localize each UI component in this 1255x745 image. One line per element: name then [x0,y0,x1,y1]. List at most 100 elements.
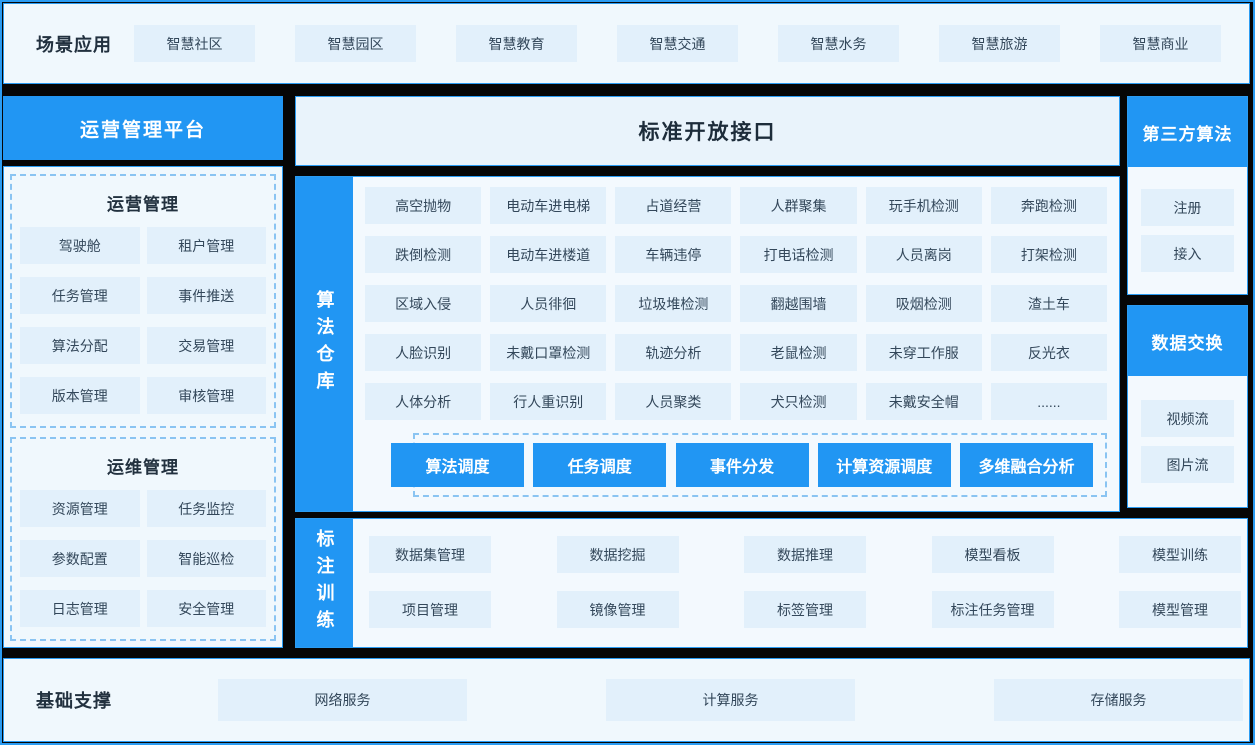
scene-apps-panel: 场景应用 智慧社区 智慧园区 智慧教育 智慧交通 智慧水务 智慧旅游 智慧商业 [3,3,1250,84]
foundation-item: 计算服务 [606,679,855,721]
algo-repo-panel: 算法仓库 高空抛物电动车进电梯占道经营人群聚集玩手机检测奔跑检测跌倒检测电动车进… [295,176,1120,512]
annotation-item: 模型训练 [1119,536,1241,573]
algo-item: 人员离岗 [865,236,982,273]
maintenance-item: 任务监控 [146,490,266,527]
third-party-panel: 第三方算法 注册接入 [1127,96,1248,295]
scene-app-item: 智慧教育 [456,25,577,62]
algo-item: 区域入侵 [365,285,482,322]
algo-item: 渣土车 [990,285,1107,322]
scheduler-button: 算法调度 [391,443,524,487]
algo-item: 玩手机检测 [865,187,982,224]
scene-app-item: 智慧旅游 [939,25,1060,62]
foundation-panel: 基础支撑 网络服务计算服务存储服务 [3,658,1250,742]
maintenance-item: 日志管理 [20,590,140,627]
algo-item: 犬只检测 [740,383,857,420]
scene-app-item: 智慧商业 [1100,25,1221,62]
annotation-item: 标签管理 [744,591,866,628]
algo-item: 电动车进电梯 [490,187,607,224]
algo-item: 人群聚集 [740,187,857,224]
ops-management-group: 运营管理 驾驶舱租户管理任务管理事件推送算法分配交易管理版本管理审核管理 [10,174,276,428]
algo-item: 行人重识别 [490,383,607,420]
maintenance-item: 参数配置 [20,540,140,577]
algo-item: 人员徘徊 [490,285,607,322]
algo-item: 吸烟检测 [865,285,982,322]
annotation-item: 数据挖掘 [556,536,679,573]
algo-item: 反光衣 [990,334,1107,371]
data-exchange-list: 视频流图片流 [1128,376,1247,507]
annotation-item: 项目管理 [369,591,491,628]
algo-item: 未戴安全帽 [865,383,982,420]
foundation-label: 基础支撑 [36,691,112,711]
scene-app-item: 智慧社区 [134,25,255,62]
algo-item: 高空抛物 [365,187,482,224]
annotation-training-strip: 标注训练 [296,519,353,647]
algo-repo-strip: 算法仓库 [296,177,353,511]
algo-item: 轨迹分析 [615,334,732,371]
scheduler-button: 多维融合分析 [960,443,1093,487]
ops-platform-header: 运营管理平台 [3,96,283,160]
algo-item: 打架检测 [990,236,1107,273]
algo-item: 电动车进楼道 [490,236,607,273]
scene-app-item: 智慧园区 [295,25,416,62]
ops-management-item: 版本管理 [20,377,140,414]
maintenance-item: 安全管理 [146,590,266,627]
third-party-list: 注册接入 [1128,167,1247,294]
annotation-item: 镜像管理 [556,591,679,628]
algo-item: 翻越围墙 [740,285,857,322]
maintenance-item: 智能巡检 [146,540,266,577]
ops-management-item: 任务管理 [20,277,140,314]
maintenance-title: 运维管理 [107,458,179,477]
open-api-panel: 标准开放接口 [295,96,1120,166]
algo-item: 打电话检测 [740,236,857,273]
annotation-item: 标注任务管理 [931,591,1054,628]
algo-item: 人脸识别 [365,334,482,371]
scheduler-button: 任务调度 [533,443,667,487]
annotation-item: 数据集管理 [369,536,491,573]
open-api-title: 标准开放接口 [638,121,777,144]
algo-item: 奔跑检测 [990,187,1107,224]
algo-item: 未戴口罩检测 [490,334,607,371]
annotation-item: 模型看板 [931,536,1054,573]
ops-management-item: 算法分配 [20,327,140,364]
algo-item: 占道经营 [615,187,732,224]
ops-management-title: 运营管理 [107,195,179,214]
scheduler-button: 事件分发 [675,443,809,487]
algo-item: 人体分析 [365,383,482,420]
third-party-item: 注册 [1141,189,1234,226]
third-party-item: 接入 [1141,235,1234,272]
ops-management-item: 审核管理 [146,377,266,414]
annotation-training-panel: 标注训练 数据集管理 数据挖掘 数据推理 模型看板 模型训练项目管理 镜像管理 标签管理 标注… [295,518,1248,648]
scene-app-item: 智慧交通 [617,25,738,62]
ops-management-item: 事件推送 [146,277,266,314]
algo-item: 垃圾堆检测 [615,285,732,322]
scene-app-item: 智慧水务 [778,25,899,62]
scene-apps-list: 智慧社区 智慧园区 智慧教育 智慧交通 智慧水务 智慧旅游 智慧商业 [134,25,1221,62]
scheduler-button: 计算资源调度 [817,443,951,487]
annotation-item: 数据推理 [744,536,866,573]
foundation-item: 网络服务 [218,679,467,721]
algo-repo-content: 高空抛物电动车进电梯占道经营人群聚集玩手机检测奔跑检测跌倒检测电动车进楼道车辆违… [353,177,1119,511]
algo-grid: 高空抛物电动车进电梯占道经营人群聚集玩手机检测奔跑检测跌倒检测电动车进楼道车辆违… [365,187,1107,420]
annotation-training-title: 标注训练 [314,529,335,637]
annotation-item: 模型管理 [1119,591,1241,628]
ops-management-item: 交易管理 [146,327,266,364]
ops-platform-body: 运营管理 驾驶舱租户管理任务管理事件推送算法分配交易管理版本管理审核管理 运维管… [3,166,283,648]
ops-management-item: 驾驶舱 [20,227,140,264]
foundation-list: 网络服务计算服务存储服务 [218,679,1243,721]
data-exchange-title: 数据交换 [1128,306,1247,376]
third-party-title: 第三方算法 [1128,97,1247,167]
maintenance-grid: 资源管理任务监控参数配置智能巡检日志管理安全管理 [20,490,266,627]
scene-apps-label: 场景应用 [36,34,112,55]
ops-management-grid: 驾驶舱租户管理任务管理事件推送算法分配交易管理版本管理审核管理 [20,227,266,414]
algo-item: 车辆违停 [615,236,732,273]
algo-item: 老鼠检测 [740,334,857,371]
algo-repo-title: 算法仓库 [314,290,335,398]
maintenance-group: 运维管理 资源管理任务监控参数配置智能巡检日志管理安全管理 [10,437,276,641]
algo-item: 跌倒检测 [365,236,482,273]
data-exchange-panel: 数据交换 视频流图片流 [1127,305,1248,508]
annotation-training-content: 数据集管理 数据挖掘 数据推理 模型看板 模型训练项目管理 镜像管理 标签管理 标注任务管理 模… [353,519,1247,647]
algo-item: 未穿工作服 [865,334,982,371]
ops-management-item: 租户管理 [146,227,266,264]
maintenance-item: 资源管理 [20,490,140,527]
